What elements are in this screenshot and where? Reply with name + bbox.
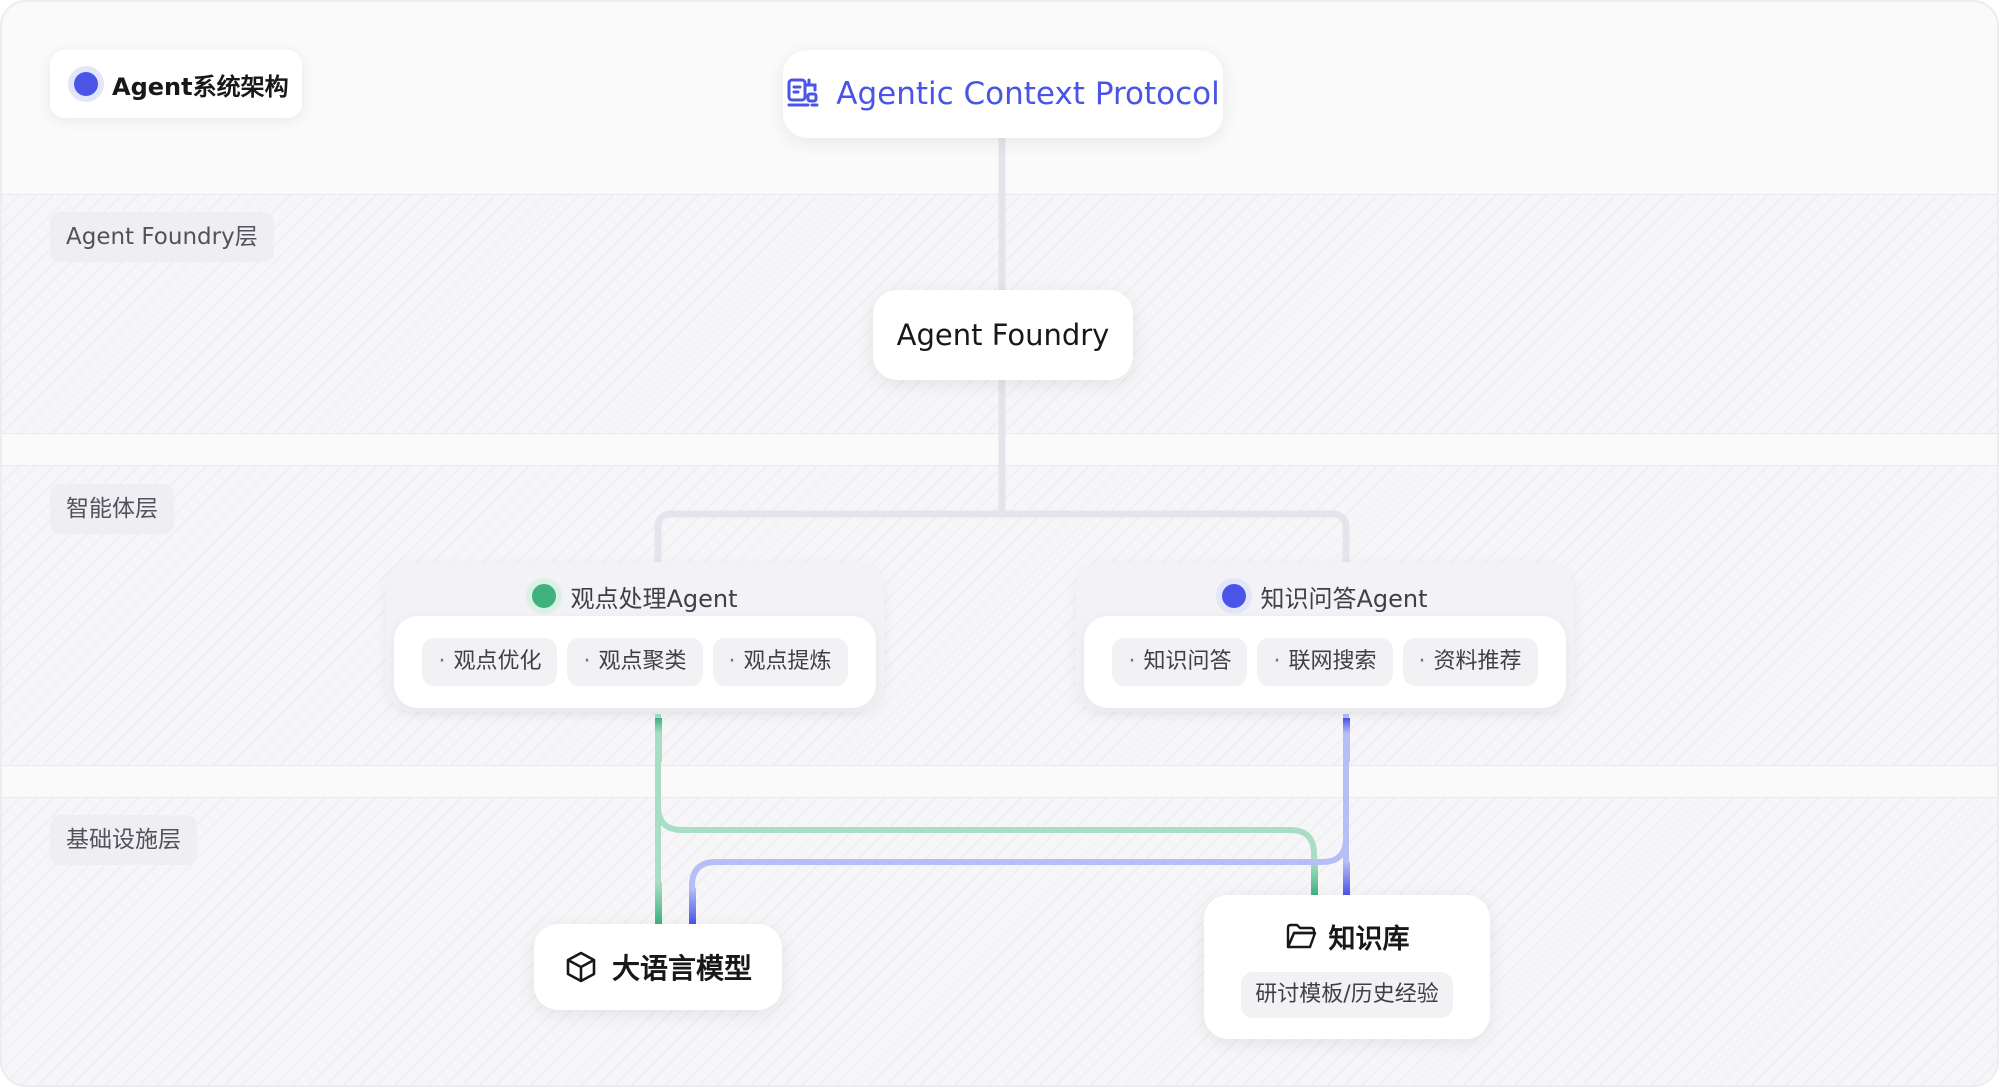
- layer-label-agents: 智能体层: [50, 484, 174, 534]
- diagram-title: Agent系统架构: [50, 50, 302, 118]
- llm-label: 大语言模型: [611, 952, 752, 985]
- foundry-label: Agent Foundry: [896, 318, 1110, 352]
- protocol-label: Agentic Context Protocol: [836, 76, 1220, 112]
- bullet-icon: ·: [1418, 649, 1426, 674]
- branch-line: [654, 510, 1350, 562]
- capability-label: 知识问答: [1143, 649, 1232, 674]
- folder-icon: [1286, 923, 1316, 949]
- protocol-icon: [787, 78, 819, 107]
- wire-opinion-to-kb: [655, 714, 1317, 895]
- agent-opinion-header: 观点处理Agent: [386, 570, 884, 622]
- bullet-icon: ·: [728, 649, 736, 674]
- capability-label: 观点提炼: [743, 649, 832, 674]
- capability-label: 联网搜索: [1288, 649, 1377, 674]
- bullet-icon: ·: [1273, 649, 1281, 674]
- capability-label: 观点优化: [453, 649, 542, 674]
- agent-qa-header: 知识问答Agent: [1076, 570, 1574, 622]
- bullet-icon: ·: [1128, 649, 1136, 674]
- kb-detail: 研讨模板/历史经验: [1241, 971, 1453, 1018]
- layer-label-foundry: Agent Foundry层: [50, 212, 274, 262]
- diagram-title-text: Agent系统架构: [112, 72, 289, 101]
- llm-node[interactable]: 大语言模型: [534, 924, 782, 1010]
- capability-pill[interactable]: · 资料推荐: [1402, 638, 1538, 686]
- agent-opinion[interactable]: 观点处理Agent · 观点优化 · 观点聚类 · 观点提炼: [386, 562, 884, 712]
- agent-opinion-name: 观点处理Agent: [570, 584, 738, 613]
- capability-label: 观点聚类: [598, 649, 687, 674]
- layer-label-infrastructure: 基础设施层: [50, 815, 197, 865]
- agent-qa-name: 知识问答Agent: [1260, 584, 1428, 613]
- title-dot-icon: [74, 72, 98, 96]
- layer-band-infrastructure: [2, 797, 1997, 1085]
- agent-opinion-capabilities: · 观点优化 · 观点聚类 · 观点提炼: [394, 616, 876, 708]
- capability-pill[interactable]: · 观点提炼: [712, 638, 848, 686]
- wire-qa-to-llm: [689, 714, 1349, 924]
- status-dot-icon: [1222, 584, 1247, 608]
- kb-label: 知识库: [1328, 923, 1410, 955]
- agent-qa[interactable]: 知识问答Agent · 知识问答 · 联网搜索 · 资料推荐: [1076, 562, 1574, 712]
- capability-label: 资料推荐: [1433, 649, 1522, 674]
- status-dot-icon: [532, 584, 557, 608]
- layer-band-agents: [2, 465, 1997, 766]
- foundry-node[interactable]: Agent Foundry: [873, 290, 1133, 380]
- bullet-icon: ·: [438, 649, 446, 674]
- capability-pill[interactable]: · 联网搜索: [1257, 638, 1393, 686]
- bullet-icon: ·: [583, 649, 591, 674]
- cube-icon: [566, 951, 596, 983]
- kb-header: 知识库: [1285, 917, 1410, 956]
- agent-qa-capabilities: · 知识问答 · 联网搜索 · 资料推荐: [1084, 616, 1566, 708]
- capability-pill[interactable]: · 观点聚类: [567, 638, 703, 686]
- capability-pill[interactable]: · 观点优化: [422, 638, 558, 686]
- knowledge-base-node[interactable]: 知识库 研讨模板/历史经验: [1204, 895, 1490, 1039]
- capability-pill[interactable]: · 知识问答: [1112, 638, 1248, 686]
- protocol-node[interactable]: Agentic Context Protocol: [783, 50, 1223, 138]
